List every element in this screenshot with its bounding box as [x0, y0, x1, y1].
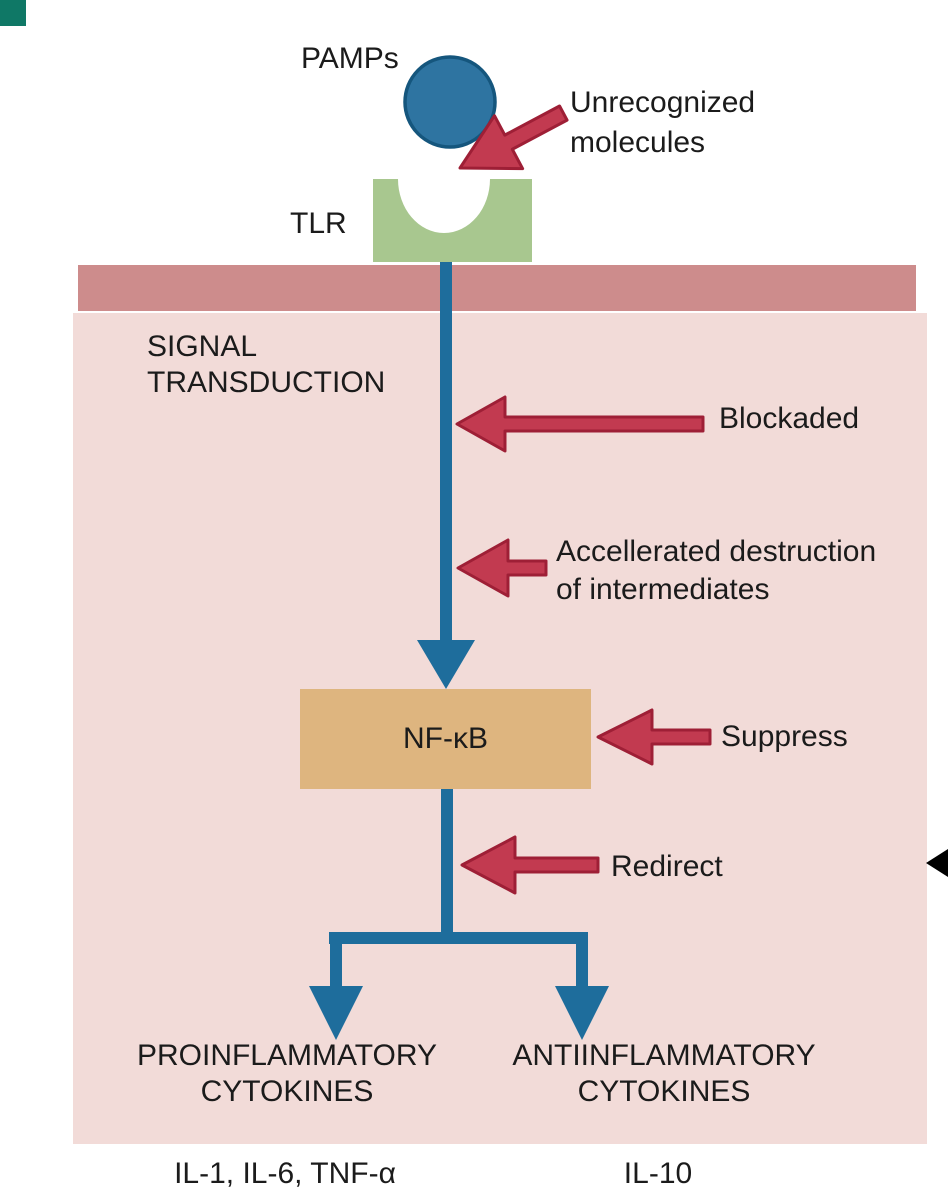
- proinflammatory-examples-label: IL-1, IL-6, TNF-α: [174, 1157, 396, 1190]
- output-line: [441, 789, 453, 939]
- branch-right-line: [576, 941, 588, 989]
- unrecognized-molecules-label: Unrecognized molecules: [570, 86, 756, 159]
- suppress-label: Suppress: [721, 720, 848, 753]
- nfkb-label: NF-κB: [403, 722, 488, 755]
- branch-left-arrowhead-icon: [309, 986, 363, 1040]
- tlr-receptor: [373, 179, 532, 262]
- pamp-circle: [403, 55, 497, 149]
- unrecognized-arrow-icon: [458, 104, 569, 171]
- corner-marker: [0, 0, 26, 26]
- signal-line: [440, 256, 452, 644]
- tlr-label: TLR: [290, 207, 347, 240]
- signal-arrowhead-icon: [417, 640, 475, 689]
- redirect-arrow-icon: [460, 835, 600, 895]
- blockaded-label: Blockaded: [719, 402, 860, 435]
- redirect-label: Redirect: [611, 850, 723, 883]
- branch-left-line: [330, 941, 342, 989]
- branch-bar: [329, 932, 588, 944]
- pamps-label: PAMPs: [301, 42, 399, 75]
- suppress-arrow-icon: [596, 708, 712, 766]
- accelerated-destruction-label: Accellerated destruction of intermediate…: [556, 535, 877, 606]
- cell-membrane: [78, 265, 916, 311]
- antiinflammatory-examples-label: IL-10: [623, 1157, 693, 1190]
- nfkb-box: [300, 689, 591, 789]
- edge-pointer-icon: [926, 849, 948, 877]
- antiinflammatory-cytokines-label: ANTIINFLAMMATORY CYTOKINES: [512, 1039, 816, 1108]
- blockaded-arrow-icon: [455, 395, 705, 453]
- proinflammatory-cytokines-label: PROINFLAMMATORY CYTOKINES: [136, 1039, 438, 1108]
- accelerated-arrow-icon: [456, 538, 548, 598]
- signal-transduction-label: SIGNAL TRANSDUCTION: [147, 330, 386, 399]
- branch-right-arrowhead-icon: [555, 986, 609, 1040]
